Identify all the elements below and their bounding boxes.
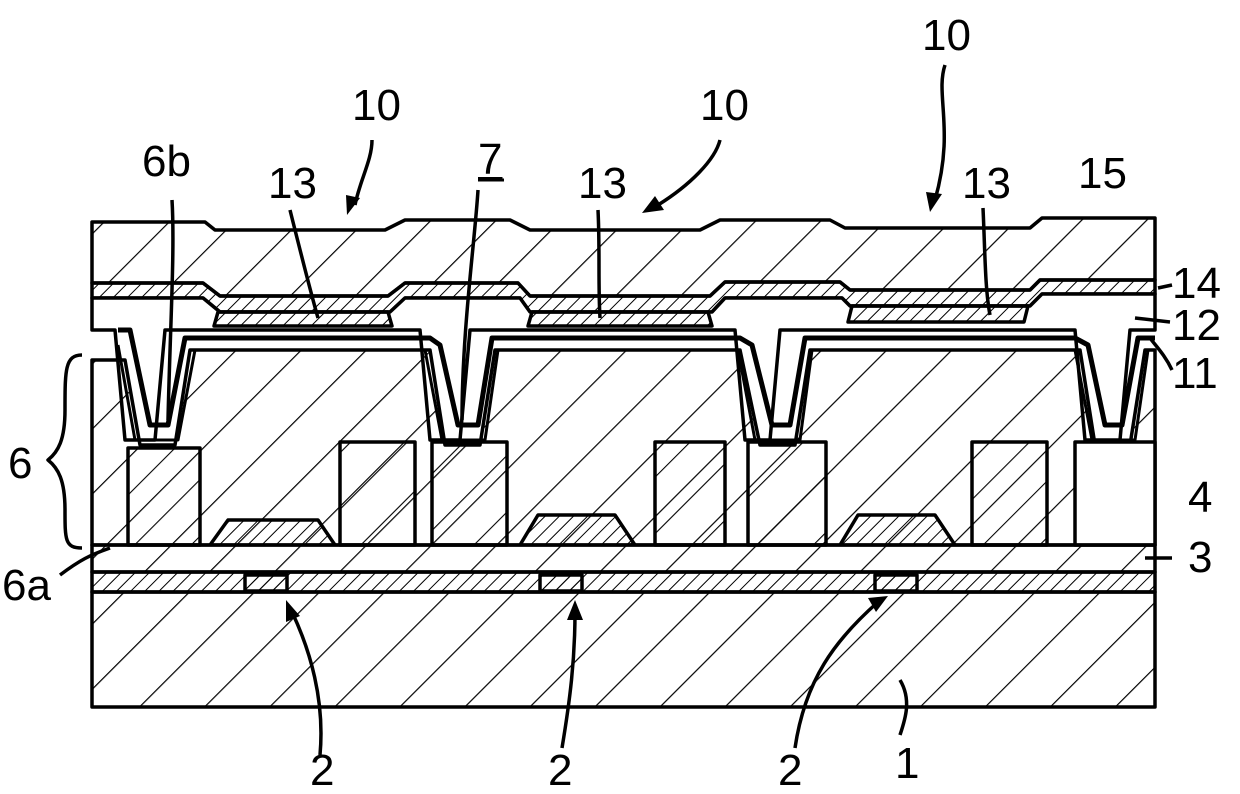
label-13-b: 13 [578,159,627,208]
label-15: 15 [1078,149,1127,198]
tft-bump-1 [210,520,335,545]
label-4: 4 [1188,473,1212,522]
label-10-a: 10 [352,81,401,130]
label-10-c: 10 [922,11,971,60]
gate-electrode-3 [875,575,917,591]
layer-15 [92,218,1155,296]
arrow-10-c [935,65,945,200]
block-4-2 [340,442,415,545]
gate-electrode-1 [245,575,287,591]
pixel-electrode-13-b [528,312,712,326]
label-11: 11 [1172,349,1218,398]
block-4-3 [432,442,507,545]
label-3: 3 [1188,533,1212,582]
label-13-c: 13 [962,159,1011,208]
pixel-electrode-13-a [214,312,392,326]
arrowhead-10-c [926,192,942,212]
block-4-4 [655,442,725,545]
layer-3 [92,545,1155,572]
leader-14 [1158,285,1172,288]
substrate-1 [92,592,1155,707]
label-6b: 6b [142,137,191,186]
label-10-b: 10 [700,81,749,130]
label-2-a: 2 [310,746,334,794]
block-4-1 [128,448,200,545]
block-4-6 [972,442,1047,545]
leader-13-b [598,210,600,318]
arrow-10-b [658,140,720,205]
block-4-5 [748,442,826,545]
block-4-7 [1075,442,1155,545]
tft-bump-3 [840,515,955,545]
label-7: 7 [478,135,502,184]
label-2-b: 2 [548,746,572,794]
brace-6 [48,355,82,548]
arrow-10-a [355,140,372,205]
pixel-electrode-13-c [848,306,1028,322]
label-1: 1 [895,739,919,788]
label-6a: 6a [2,561,51,610]
label-13-a: 13 [268,159,317,208]
label-6: 6 [8,439,32,488]
label-12: 12 [1172,301,1221,350]
gate-electrode-2 [540,575,582,591]
arrowhead-10-a [346,195,360,215]
tft-bump-2 [520,515,635,545]
label-2-c: 2 [778,746,802,794]
